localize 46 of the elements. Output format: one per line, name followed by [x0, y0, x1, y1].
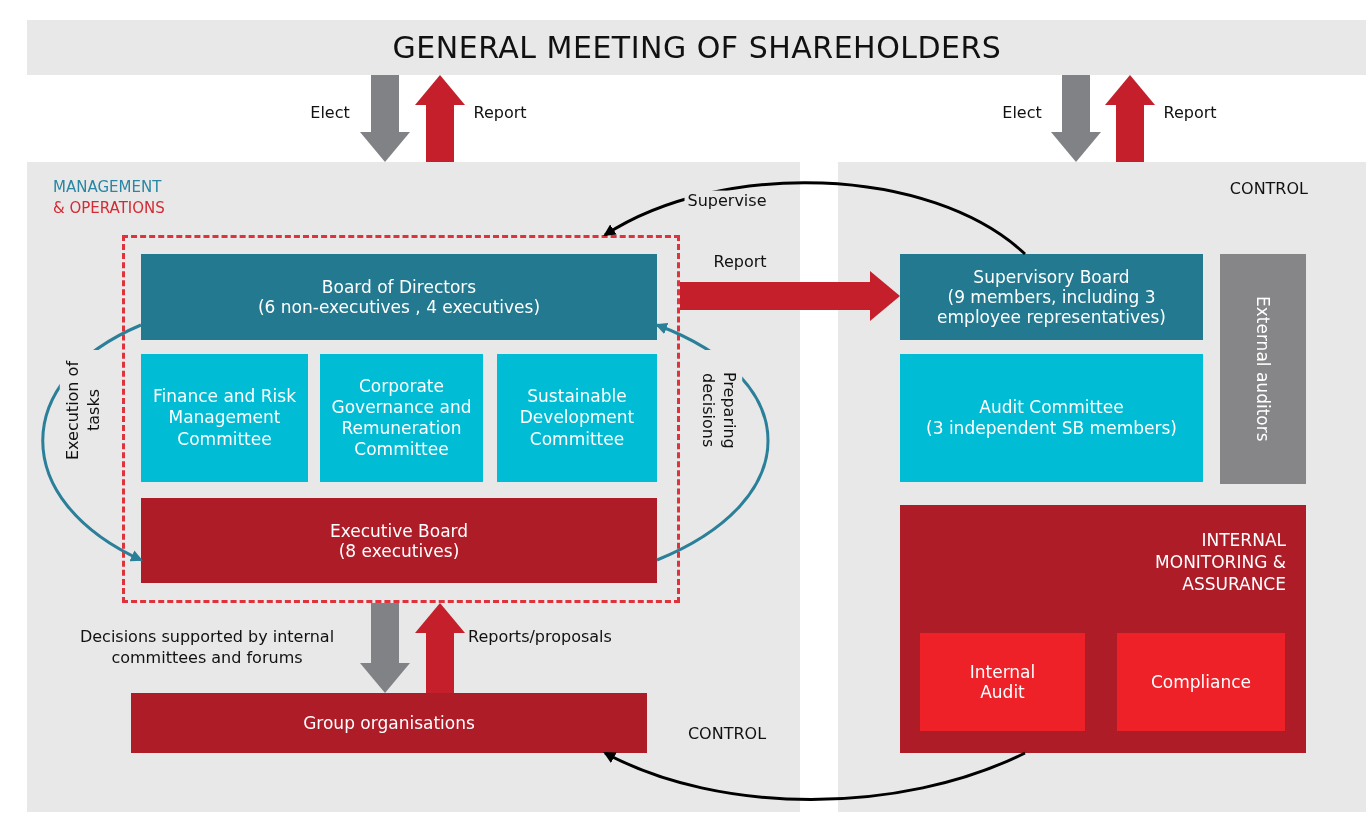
committee-box	[141, 354, 308, 482]
monitoring-panel	[900, 505, 1306, 753]
panel-background	[838, 162, 1366, 812]
box-label: Board of Directors	[321, 277, 477, 297]
section-heading: & OPERATIONS	[53, 199, 165, 217]
box-label: Corporate Governance and Remuneration Committee	[330, 375, 473, 461]
block-arrow	[415, 75, 465, 162]
box-label: Audit Committee	[978, 396, 1125, 418]
box-label: External auditors	[1253, 296, 1273, 442]
board-box	[141, 498, 657, 583]
curved-arrow	[603, 751, 1026, 801]
dashed-group-frame	[122, 235, 680, 603]
section-heading: INTERNAL MONITORING & ASSURANCE	[1154, 529, 1286, 596]
section-heading: MANAGEMENT	[53, 178, 162, 196]
curved-arrow	[603, 181, 1026, 256]
committee-box	[497, 354, 657, 482]
title-band	[27, 20, 1366, 75]
box-label: (6 non-executives , 4 executives)	[257, 297, 541, 317]
committee-box	[900, 354, 1203, 482]
box-label: (3 independent SB members)	[925, 418, 1178, 440]
board-box	[141, 254, 657, 340]
block-arrow	[1051, 75, 1101, 162]
section-heading: CONTROL	[1229, 179, 1308, 198]
box-label: Finance and Risk Management Committee	[151, 386, 298, 450]
panel-background	[27, 162, 800, 812]
box-label: Compliance	[1149, 672, 1253, 692]
box-label: (9 members, including 3 employee representatives)	[936, 287, 1167, 327]
committee-box	[320, 354, 483, 482]
block-arrow	[1105, 75, 1155, 162]
box-label: Executive Board	[329, 520, 469, 541]
curved-arrow	[655, 323, 770, 562]
block-arrow	[415, 603, 465, 693]
auditor-bar	[1220, 254, 1306, 484]
box-label: Internal Audit	[968, 662, 1037, 702]
box-label: (8 executives)	[338, 540, 460, 561]
organisation-box	[131, 693, 647, 753]
box-label: Supervisory Board	[973, 267, 1130, 287]
function-box	[920, 633, 1085, 731]
box-label: Sustainable Development Committee	[518, 386, 636, 450]
block-arrow	[360, 603, 410, 693]
board-box	[900, 254, 1203, 340]
block-arrow	[360, 75, 410, 162]
block-arrow	[680, 271, 900, 321]
function-box	[1117, 633, 1285, 731]
title: GENERAL MEETING OF SHAREHOLDERS	[392, 30, 1002, 65]
box-label: Group organisations	[303, 713, 475, 733]
